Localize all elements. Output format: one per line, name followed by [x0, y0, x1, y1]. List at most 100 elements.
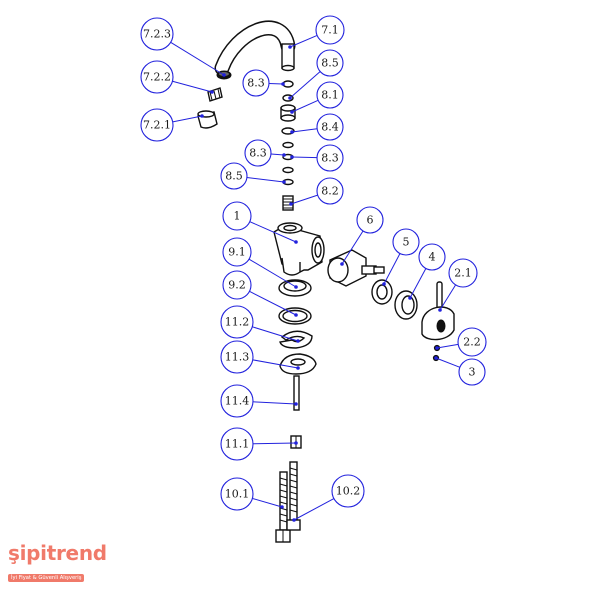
callout-circle: [316, 144, 344, 172]
callout-circle: [316, 81, 344, 109]
callout-circle: [140, 17, 174, 51]
callout-label: 11.1: [225, 438, 250, 451]
callout-label: 8.3: [247, 77, 265, 90]
callout-circle: [418, 243, 446, 271]
callout-circle: [140, 108, 174, 142]
callout-11-3: 11.3: [220, 340, 300, 374]
callout-circle: [392, 228, 420, 256]
callout-target-dot: [438, 308, 442, 312]
callout-target-dot: [296, 366, 300, 370]
callout-target-dot: [288, 45, 292, 49]
callout-leader-line: [341, 230, 364, 265]
callout-circle: [315, 15, 345, 45]
aerator-housing: [197, 110, 218, 129]
callout-label: 3: [469, 366, 476, 379]
callout-label: 11.2: [225, 316, 250, 329]
callout-circle: [448, 258, 478, 288]
callout-target-dot: [294, 240, 298, 244]
callout-label: 8.2: [321, 185, 339, 198]
callout-circle: [222, 201, 252, 231]
callout-7-2-2: 7.2.2: [140, 60, 214, 94]
callout-8-5-top: 8.5: [288, 49, 344, 100]
callout-9-1: 9.1: [222, 237, 298, 289]
callout-leader-line: [252, 401, 297, 405]
callout-leader-line: [291, 156, 318, 159]
fixing-plate: [279, 353, 317, 375]
spout-pipe: [214, 20, 296, 76]
callout-label: 8.1: [321, 89, 339, 102]
callout-circle: [316, 177, 344, 205]
callout-4: 4: [408, 243, 446, 300]
callout-target-dot: [294, 285, 298, 289]
callout-target-dot: [222, 73, 226, 77]
callout-leader-line: [409, 268, 427, 299]
callout-label: 4: [429, 251, 436, 264]
callout-leader-line: [436, 343, 459, 349]
callout-circle: [316, 49, 344, 77]
lever-handle: [421, 281, 455, 341]
callout-2-1: 2.1: [438, 258, 478, 312]
cartridge-nut: [371, 279, 393, 305]
cartridge: [327, 249, 385, 287]
callout-label: 9.2: [228, 279, 246, 292]
callout-target-dot: [434, 356, 438, 360]
callout-3: 3: [434, 356, 486, 386]
aerator-insert: [207, 87, 223, 102]
callout-label: 8.5: [321, 57, 339, 70]
spout-sleeve-8-1: [280, 104, 296, 122]
callout-circle: [220, 162, 248, 190]
callout-circle: [356, 206, 384, 234]
callout-8-1: 8.1: [290, 81, 344, 114]
callout-circle: [220, 305, 254, 339]
logo-tagline: İyi Fiyat & Güvenli Alışveriş: [8, 574, 85, 582]
callout-circle: [222, 237, 252, 267]
callout-circle: [220, 340, 254, 374]
callout-10-1: 10.1: [220, 477, 284, 511]
callout-8-3-right: 8.3: [290, 144, 344, 172]
logo-wordmark: şipitrend: [8, 541, 107, 565]
callout-leader-line: [439, 284, 457, 311]
callout-label: 10.2: [336, 485, 361, 498]
callout-8-5-left: 8.5: [220, 162, 286, 190]
callout-label: 1: [234, 210, 241, 223]
brand-logo: şipitrend İyi Fiyat & Güvenli Alışveriş: [8, 542, 128, 583]
callout-leader-line: [249, 290, 297, 316]
callout-leader-line: [291, 128, 318, 133]
callout-label: 10.1: [225, 488, 250, 501]
callout-circle: [220, 427, 254, 461]
callout-label: 11.3: [225, 351, 250, 364]
callout-target-dot: [290, 110, 294, 114]
callout-leader-line: [172, 80, 213, 93]
callout-circle: [220, 477, 254, 511]
callout-7-1: 7.1: [288, 15, 345, 49]
callout-leader-line: [289, 71, 321, 99]
callout-target-dot: [296, 339, 300, 343]
callout-label: 9.1: [228, 246, 246, 259]
flex-hose-left: [275, 471, 291, 543]
callout-7-2-1: 7.2.1: [140, 108, 204, 142]
callout-target-dot: [382, 282, 386, 286]
callout-label: 8.3: [321, 152, 339, 165]
callout-label: 7.2.1: [143, 119, 171, 132]
callout-2-2: 2.2: [435, 327, 487, 357]
callout-leader-line: [290, 194, 318, 205]
callout-leader-line: [435, 357, 461, 368]
base-gasket: [278, 307, 312, 325]
callout-8-3-top: 8.3: [242, 69, 285, 97]
callout-7-2-3: 7.2.3: [140, 17, 226, 77]
callout-leader-line: [270, 153, 285, 156]
callout-target-dot: [290, 155, 294, 159]
callout-target-dot: [282, 180, 286, 184]
threaded-stud: [293, 375, 300, 411]
callout-target-dot: [289, 202, 293, 206]
callout-circle: [316, 113, 344, 141]
callout-target-dot: [294, 313, 298, 317]
callout-target-dot: [292, 518, 296, 522]
callout-11-1: 11.1: [220, 427, 298, 461]
callout-label: 8.5: [225, 170, 243, 183]
callout-target-dot: [210, 90, 214, 94]
callout-leader-line: [268, 82, 284, 85]
callout-target-dot: [290, 130, 294, 134]
callout-label: 7.2.2: [143, 71, 171, 84]
